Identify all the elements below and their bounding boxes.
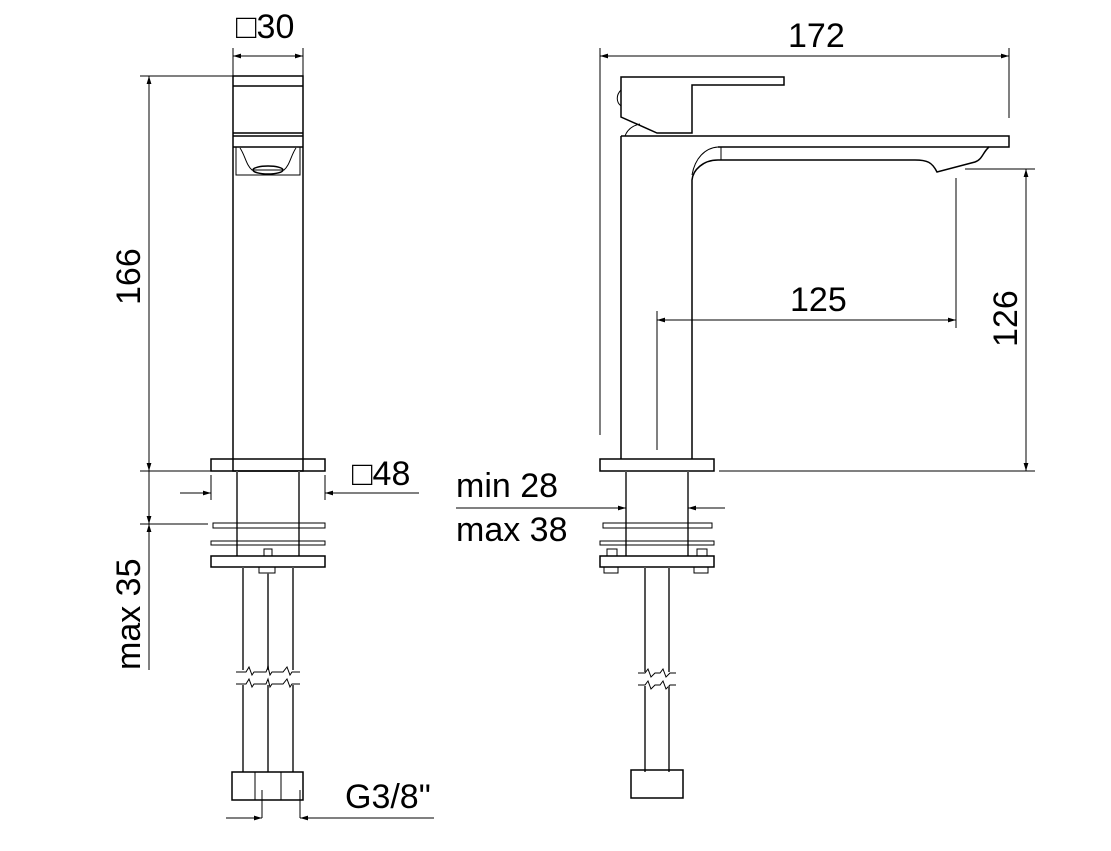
dim-spout-height: 126 bbox=[987, 290, 1025, 347]
hose-nut bbox=[231, 771, 304, 801]
side-view: 172 125 126 min 28 max 38 bbox=[456, 17, 1035, 799]
side-base-plate bbox=[599, 458, 715, 472]
lever bbox=[620, 76, 785, 134]
dim-body-width: □30 bbox=[236, 8, 294, 46]
dim-connection: G3/8" bbox=[345, 778, 431, 816]
dim-deck-max: max 38 bbox=[456, 511, 568, 549]
dim-height: 166 bbox=[110, 248, 148, 305]
front-view: □30 166 □48 max 35 G3/8" bbox=[110, 8, 434, 821]
dim-base-width: □48 bbox=[352, 455, 410, 493]
front-base-plate bbox=[210, 458, 326, 472]
side-hose-nut bbox=[630, 769, 684, 799]
dim-total-length: 172 bbox=[788, 17, 845, 55]
spout bbox=[621, 135, 1010, 459]
dim-deck-min: min 28 bbox=[456, 467, 558, 505]
aerator bbox=[235, 146, 301, 176]
dim-spout-reach: 125 bbox=[790, 281, 847, 319]
dim-max-thickness: max 35 bbox=[110, 559, 148, 671]
